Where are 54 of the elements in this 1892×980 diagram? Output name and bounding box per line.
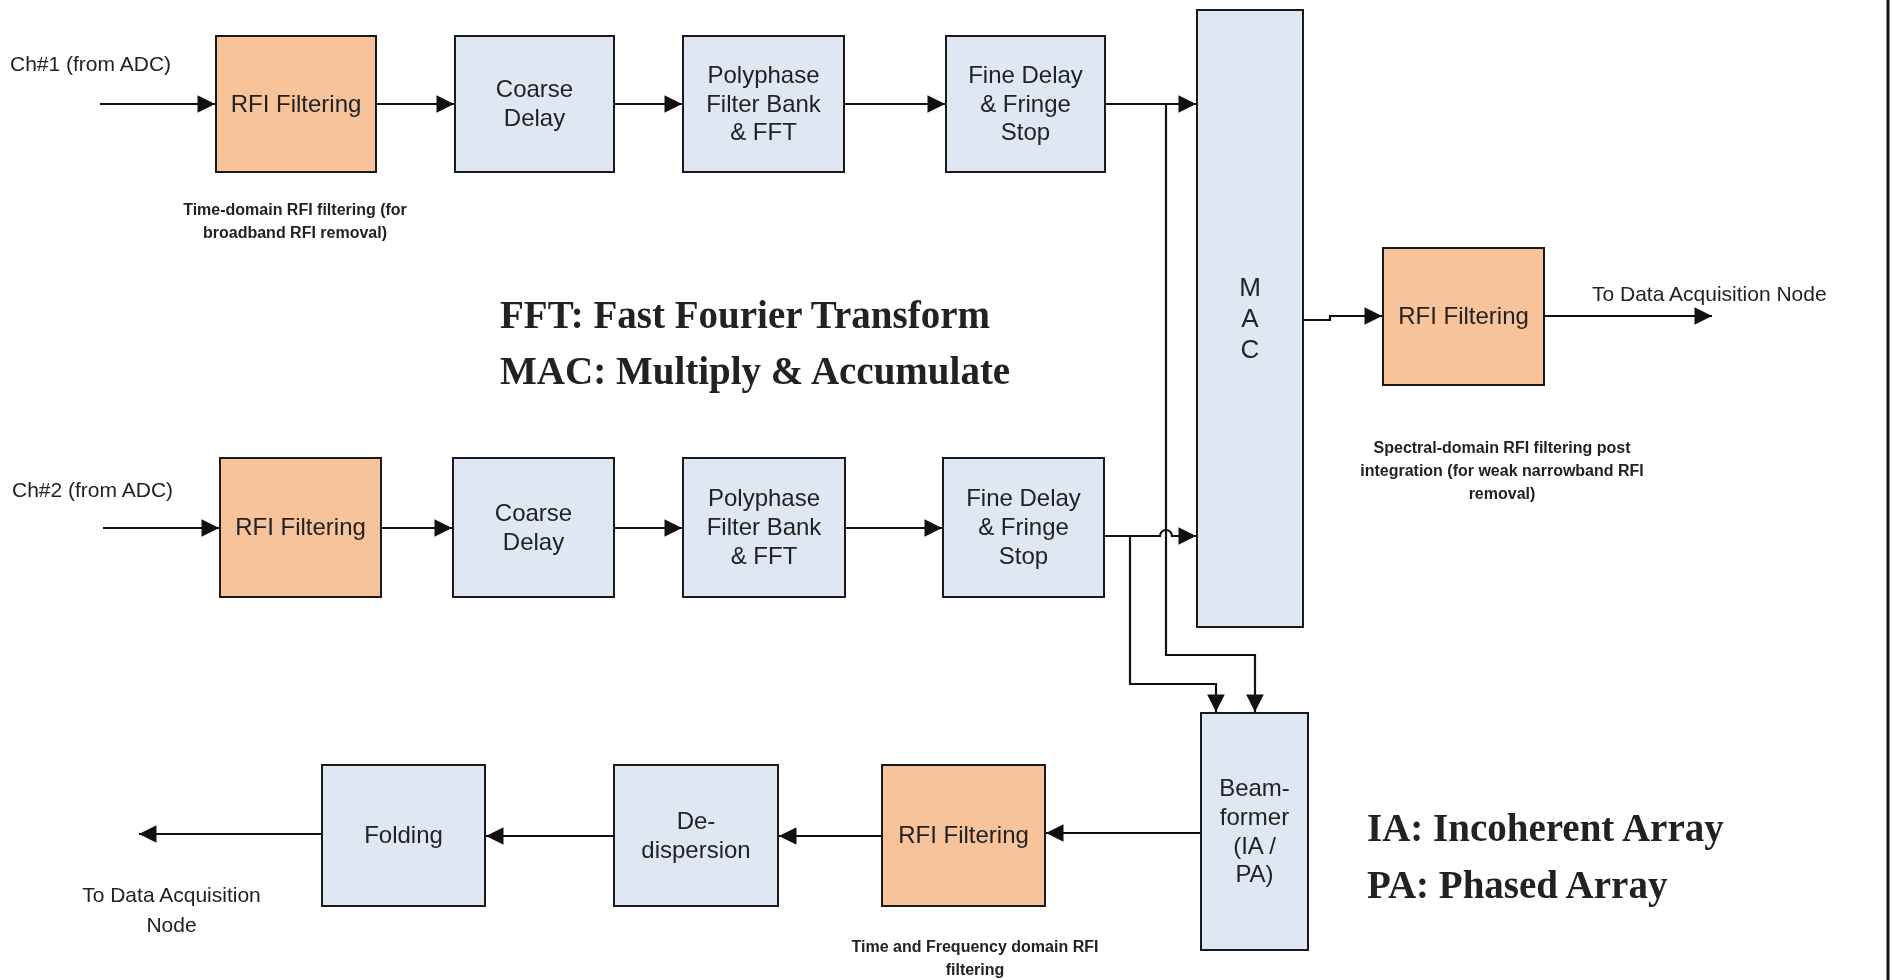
arrow: [615, 519, 683, 537]
box-label: Folding: [364, 821, 443, 850]
box-label: Beam- former (IA / PA): [1218, 773, 1291, 890]
signal-label: Ch#1 (from ADC): [10, 52, 172, 76]
filter-box: [219, 457, 382, 598]
process-box: [1196, 9, 1304, 628]
arrow: [1045, 824, 1200, 842]
filter-box: [1382, 247, 1545, 386]
process-box: [454, 35, 615, 173]
arrow: [1545, 307, 1713, 325]
arrow: [778, 827, 881, 845]
process-box: [613, 764, 779, 907]
box-label: Fine Delay & Fringe Stop: [967, 60, 1084, 148]
box-label: Coarse Delay: [494, 75, 575, 133]
box-label: RFI Filtering: [230, 89, 362, 119]
process-box: [682, 35, 845, 173]
process-box: [1200, 712, 1309, 951]
arrow: [100, 95, 216, 113]
box-label: MAC: [1238, 271, 1262, 366]
box-label: Fine Delay & Fringe Stop: [965, 484, 1082, 571]
process-box: [321, 764, 486, 907]
arrow: [485, 827, 613, 845]
filter-box: [881, 764, 1046, 907]
abbreviation-note: PA: Phased Array: [1367, 862, 1668, 907]
arrow: [382, 519, 453, 537]
process-box: [452, 457, 615, 598]
signal-label: To Data Acquisition Node: [81, 882, 262, 939]
arrow: [377, 95, 455, 113]
signal-label: Ch#2 (from ADC): [12, 478, 174, 502]
box-label: Polyphase Filter Bank & FFT: [705, 60, 822, 148]
box-label: Polyphase Filter Bank & FFT: [705, 484, 823, 571]
arrow: [615, 95, 683, 113]
box-label: De- dispersion: [640, 806, 752, 865]
arrow: [845, 95, 946, 113]
abbreviation-note: IA: Incoherent Array: [1367, 805, 1724, 850]
arrow: [1105, 534, 1225, 713]
annotation-note: Time-domain RFI filtering (for broadband RFI removal): [182, 200, 408, 244]
box-label: Coarse Delay: [493, 498, 574, 557]
arrow: [103, 519, 220, 537]
filter-box: [215, 35, 377, 173]
process-box: [945, 35, 1106, 173]
arrow: [138, 825, 321, 843]
box-label: RFI Filtering: [235, 513, 366, 542]
annotation-note: Spectral-domain RFI filtering post integration (for weak narrowband RFI removal): [1359, 438, 1645, 505]
signal-label: To Data Acquisition Node: [1592, 282, 1827, 316]
arrow: [1304, 307, 1383, 325]
abbreviation-note: MAC: Multiply & Accumulate: [500, 348, 1011, 393]
box-label: RFI Filtering: [898, 821, 1029, 850]
annotation-note: Time and Frequency domain RFI filtering: [850, 937, 1100, 980]
abbreviation-note: FFT: Fast Fourier Transform: [500, 292, 990, 337]
process-box: [682, 457, 846, 598]
process-box: [942, 457, 1105, 598]
box-label: RFI Filtering: [1398, 302, 1529, 331]
arrow: [846, 519, 943, 537]
